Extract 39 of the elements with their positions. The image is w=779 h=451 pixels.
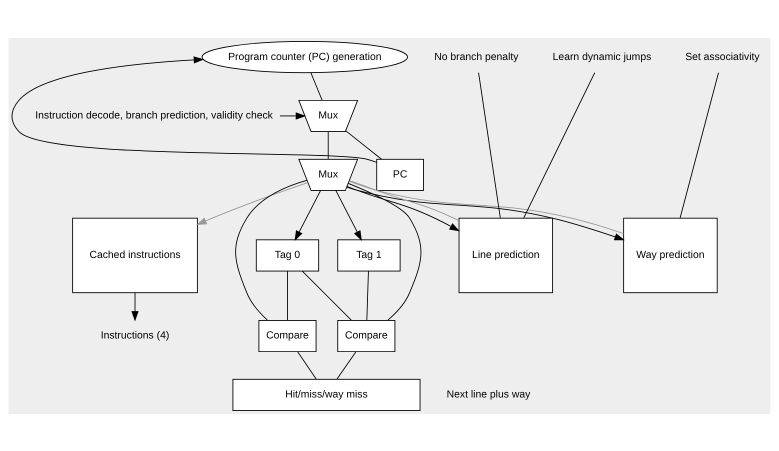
connector: [348, 182, 422, 320]
arrow: [196, 182, 308, 225]
node-box: Tag 0: [256, 238, 320, 271]
connector: [680, 72, 719, 218]
node-box: Hit/miss/way miss: [232, 378, 420, 410]
connector: [346, 130, 382, 160]
connector: [366, 270, 369, 320]
node-box: Compare: [337, 320, 396, 352]
arrow: [12, 56, 377, 162]
arrow: [346, 186, 460, 231]
connector: [348, 180, 624, 234]
node-box: Way prediction: [623, 217, 718, 293]
node-text: No branch penalty: [434, 51, 518, 62]
connector: [328, 130, 329, 159]
connector: [297, 350, 317, 379]
connector: [478, 72, 501, 218]
arrow: [279, 112, 306, 120]
label: Next line plus way: [446, 389, 530, 400]
connector: [310, 72, 323, 100]
node-text: Learn dynamic jumps: [552, 51, 652, 62]
connector: [235, 179, 308, 320]
node-box: Tag 1: [337, 238, 401, 271]
connector: [336, 350, 356, 379]
node-box: Cached instructions: [72, 217, 198, 293]
connector: [349, 180, 460, 221]
arrow: [131, 292, 139, 321]
node-text: Instruction decode, branch prediction, validity check: [35, 110, 273, 122]
node-box: Line prediction: [458, 217, 554, 293]
arrow: [335, 190, 362, 240]
node-box: PC: [376, 158, 424, 190]
node-box: Compare: [258, 320, 317, 352]
connector: [523, 72, 596, 218]
connector: [287, 270, 288, 320]
arrow: [346, 186, 625, 240]
node-text: Set associativity: [685, 51, 760, 62]
connector: [302, 270, 352, 320]
node-ellipse: Program counter (PC) generation: [202, 40, 408, 73]
node-text: Instructions (4): [100, 330, 170, 342]
arrow: [294, 190, 321, 240]
